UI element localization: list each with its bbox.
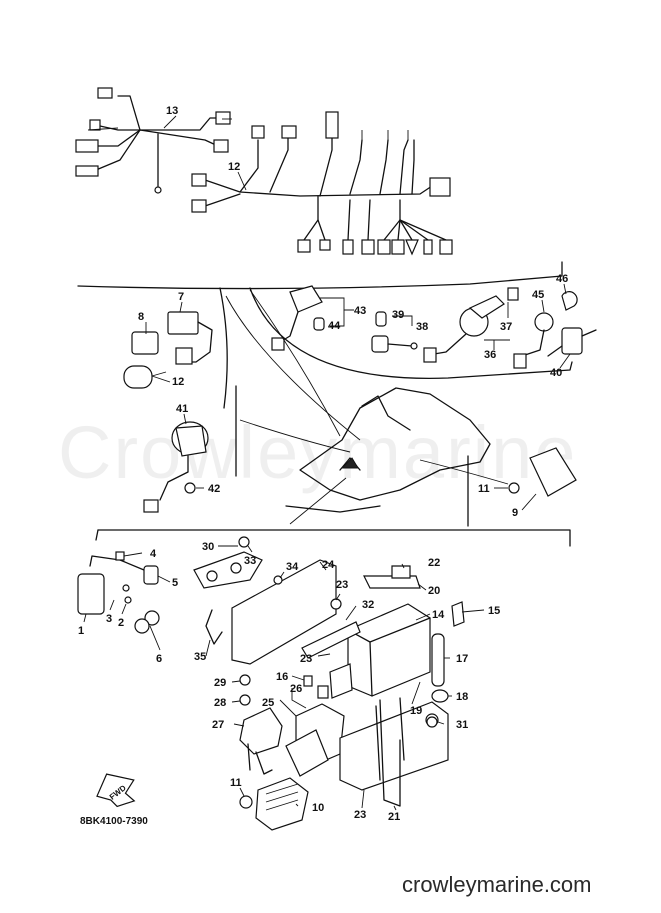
callout-26: 24 [322, 559, 335, 571]
callout-31: 29 [214, 677, 226, 689]
callout-41: 39 [392, 309, 404, 321]
callout-36: 34 [286, 561, 299, 573]
callout-1: 1 [78, 625, 84, 637]
callout-40: 38 [416, 321, 428, 333]
callout-32: 30 [202, 541, 214, 553]
callout-39: 37 [500, 321, 512, 333]
callout-16: 15 [488, 605, 500, 617]
callouts: 13 12 7 8 12 43 44 39 38 37 36 45 46 40 … [78, 105, 571, 823]
callout-42: 40 [550, 367, 562, 379]
control-box-group [77, 536, 465, 831]
wire-harness-group [75, 87, 453, 256]
callout-43: 41 [176, 403, 188, 415]
callout-2: 2 [118, 617, 124, 629]
callout-48: 46 [556, 273, 568, 285]
callout-30: 28 [214, 697, 226, 709]
callout-38: 36 [484, 349, 496, 361]
components-group [123, 285, 597, 525]
watermark: Crowleymarine [58, 411, 577, 494]
callout-17: 16 [276, 671, 288, 683]
callout-20: 19 [410, 705, 422, 717]
callout-11-upper: 11 [478, 483, 490, 495]
callout-23-lower: 23 [336, 579, 348, 591]
callout-29: 27 [212, 719, 224, 731]
callout-8: 8 [138, 311, 144, 323]
callout-37: 35 [194, 651, 206, 663]
callout-6: 6 [156, 653, 162, 665]
callout-15: 14 [432, 609, 445, 621]
callout-18: 17 [456, 653, 468, 665]
callout-22: 21 [388, 811, 400, 823]
callout-25: 23 [354, 809, 366, 821]
callout-14: 13 [166, 105, 178, 117]
callout-11-lower: 11 [230, 777, 242, 789]
callout-28: 26 [290, 683, 302, 695]
callout-23-upper: 22 [428, 557, 440, 569]
callout-12: 12 [172, 376, 184, 388]
callout-47: 45 [532, 289, 544, 301]
callout-4: 4 [150, 548, 157, 560]
site-footer: crowleymarine.com [402, 872, 592, 897]
reference-code: 8BK4100-7390 [80, 816, 148, 827]
callout-19: 18 [456, 691, 468, 703]
callout-5: 5 [172, 577, 178, 589]
callout-46: 44 [328, 320, 341, 332]
callout-7: 7 [178, 291, 184, 303]
callout-10: 10 [312, 802, 324, 814]
callout-13: 12 [228, 161, 240, 173]
callout-24: 23 [300, 653, 312, 665]
callout-21: 20 [428, 585, 440, 597]
callout-33: 31 [456, 719, 468, 731]
callout-27: 25 [262, 697, 274, 709]
callout-34: 32 [362, 599, 374, 611]
callout-45: 43 [354, 305, 366, 317]
callout-3: 3 [106, 613, 112, 625]
callout-9: 9 [512, 507, 518, 519]
callout-35: 33 [244, 555, 256, 567]
callout-44: 42 [208, 483, 220, 495]
